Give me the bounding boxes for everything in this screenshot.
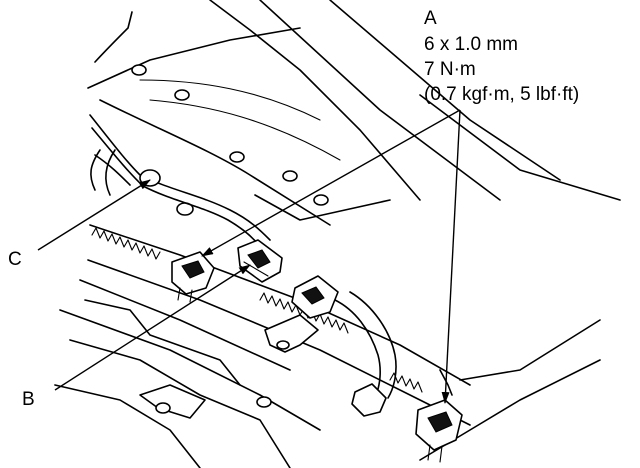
- connector-b: [237, 239, 283, 283]
- bracket: [264, 314, 319, 353]
- callout-b: B: [22, 389, 35, 410]
- panel-hole: [155, 402, 171, 414]
- panel-hole: [256, 396, 272, 408]
- ground-bolt-left: [171, 251, 215, 303]
- panel-hole: [229, 151, 245, 163]
- spec-torque-nm: 7 N·m: [424, 59, 476, 80]
- callout-c: C: [8, 249, 22, 270]
- panel-hole: [174, 89, 190, 101]
- panel-hole: [282, 170, 298, 182]
- leader-lines: [37, 109, 461, 404]
- panel-hole: [313, 194, 329, 206]
- spec-bolt-size: 6 x 1.0 mm: [424, 34, 518, 55]
- leader-b: [54, 264, 251, 391]
- leader-a-right: [441, 109, 461, 404]
- harness-terminal: [351, 383, 387, 417]
- upper-floor-panel: [87, 0, 621, 226]
- panel-hole: [131, 64, 147, 76]
- leader-c: [37, 179, 151, 251]
- connector-right: [291, 275, 339, 319]
- ground-bolt-right: [415, 369, 463, 463]
- lower-floor-panel: [54, 299, 601, 468]
- leader-a-left: [201, 109, 461, 257]
- callout-a: A: [424, 8, 437, 29]
- spec-torque-alt: (0.7 kgf·m, 5 lbf·ft): [424, 84, 579, 105]
